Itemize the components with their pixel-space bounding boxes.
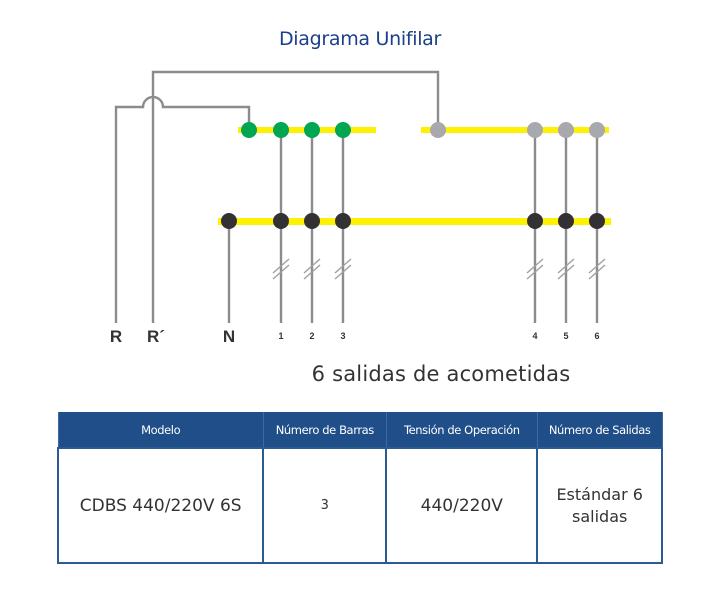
table-row: CDBS 440/220V 6S 3 440/220V Estándar 6 s… <box>56 447 663 564</box>
conductor-marks <box>272 258 606 280</box>
bus-bar-r-prime <box>421 127 609 133</box>
terminal-dot <box>273 122 289 138</box>
terminal-dot <box>241 122 257 138</box>
label-output-2: 2 <box>309 331 314 341</box>
header-bar-count: Número de Barras <box>262 412 387 448</box>
label-output-3: 3 <box>340 331 345 341</box>
header-model: Modelo <box>57 412 264 448</box>
terminals-r-prime <box>430 122 605 138</box>
slash-mark-2 <box>303 258 321 280</box>
slash-mark-1 <box>272 258 290 280</box>
diagram-subtitle: 6 salidas de acometidas <box>311 362 571 386</box>
bus-bars <box>218 127 611 225</box>
cell-model: CDBS 440/220V 6S <box>56 447 265 564</box>
wire-r-prime <box>151 70 440 323</box>
terminals-r <box>241 122 351 138</box>
label-output-1: 1 <box>278 331 283 341</box>
cell-output-count: Estándar 6 salidas <box>536 447 663 564</box>
label-output-6: 6 <box>594 331 599 341</box>
slash-mark-3 <box>334 258 352 280</box>
wires <box>114 70 599 323</box>
terminal-dot <box>527 213 543 229</box>
header-output-count: Número de Salidas <box>536 412 663 448</box>
header-operating-voltage: Tensión de Operación <box>385 412 538 448</box>
cell-output-count-text: Estándar 6 salidas <box>556 484 643 526</box>
terminal-dot <box>589 213 605 229</box>
terminal-dot <box>335 122 351 138</box>
cell-operating-voltage: 440/220V <box>385 447 539 564</box>
terminal-dot <box>304 122 320 138</box>
terminal-dot <box>430 122 446 138</box>
terminals-n <box>221 213 605 229</box>
label-n: N <box>223 327 235 346</box>
slash-mark-4 <box>526 258 544 280</box>
terminal-dot <box>558 213 574 229</box>
terminal-dot <box>221 213 237 229</box>
slash-mark-6 <box>588 258 606 280</box>
terminal-dot <box>304 213 320 229</box>
diagram-title: Diagrama Unifilar <box>278 28 442 50</box>
label-output-5: 5 <box>563 331 568 341</box>
single-line-diagram: R R´ N 1 2 3 4 5 6 <box>110 70 611 346</box>
label-r: R <box>110 327 122 346</box>
terminal-dot <box>335 213 351 229</box>
slash-mark-5 <box>557 258 575 280</box>
label-r-prime: R´ <box>147 327 165 346</box>
cell-bar-count: 3 <box>262 447 388 564</box>
bus-bar-n <box>218 218 611 225</box>
terminal-dot <box>527 122 543 138</box>
terminal-dot <box>589 122 605 138</box>
terminal-dot <box>273 213 289 229</box>
label-output-4: 4 <box>532 331 537 341</box>
table-header-row: Modelo Número de Barras Tensión de Opera… <box>57 412 663 448</box>
terminal-dot <box>558 122 574 138</box>
spec-table: Modelo Número de Barras Tensión de Opera… <box>56 412 663 564</box>
